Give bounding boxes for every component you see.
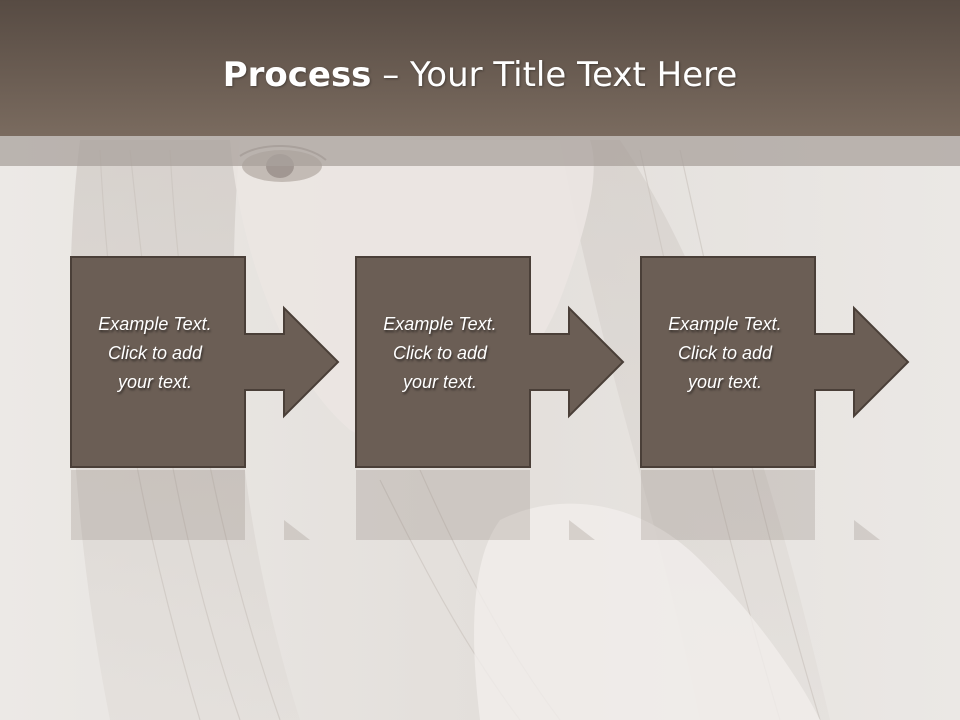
right-arrow-icon	[529, 305, 625, 419]
step-box-with-arrow	[355, 256, 625, 468]
title-bar	[0, 0, 960, 136]
title-bold-part: Process	[222, 55, 372, 95]
title-regular-part: – Your Title Text Here	[371, 55, 738, 95]
step-3-reflection	[641, 470, 880, 540]
step-2-reflection	[356, 470, 595, 540]
slide-title[interactable]: Process – Your Title Text Here	[0, 52, 960, 98]
right-arrow-icon	[814, 305, 910, 419]
step-text[interactable]: Example Text. Click to add your text.	[383, 314, 497, 392]
step-text[interactable]: Example Text. Click to add your text.	[98, 314, 212, 392]
process-step-1[interactable]: Example Text. Click to add your text.	[70, 256, 350, 468]
step-text[interactable]: Example Text. Click to add your text.	[668, 314, 782, 392]
step-box-with-arrow	[640, 256, 910, 468]
header-accent-strip	[0, 136, 960, 166]
process-step-3[interactable]: Example Text. Click to add your text.	[640, 256, 920, 468]
step-box-with-arrow	[70, 256, 340, 468]
process-step-2[interactable]: Example Text. Click to add your text.	[355, 256, 635, 468]
step-1-reflection	[71, 470, 310, 540]
right-arrow-icon	[244, 305, 340, 419]
